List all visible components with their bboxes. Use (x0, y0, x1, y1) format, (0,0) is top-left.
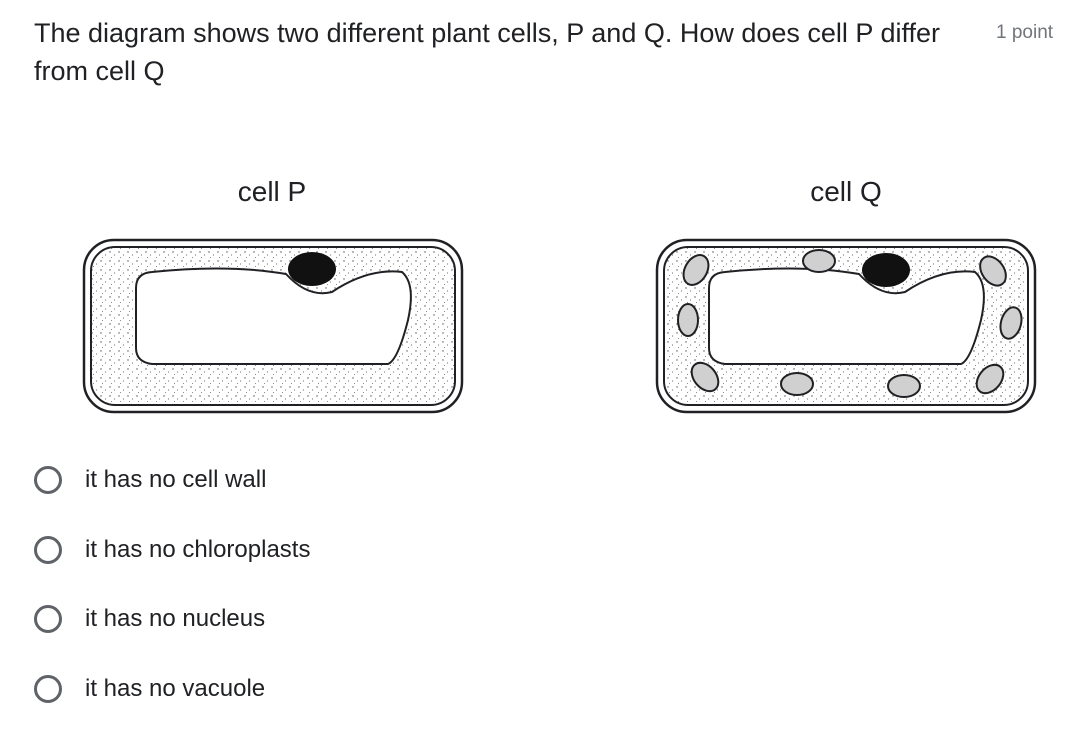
cell-q-chloroplasts (677, 249, 1023, 398)
option-label: it has no cell wall (85, 466, 267, 493)
cell-p-vacuole (135, 267, 412, 365)
cell-q-nucleus (862, 253, 910, 287)
chloroplast (677, 303, 699, 337)
cell-diagram: cell P cell Q (0, 160, 1070, 430)
cell-p-label: cell P (237, 176, 307, 207)
cell-q-vacuole (708, 267, 985, 365)
cell-diagram-svg (82, 238, 1037, 414)
chloroplast (802, 249, 836, 273)
option-no-cell-wall[interactable]: it has no cell wall (34, 458, 634, 502)
option-label: it has no nucleus (85, 605, 266, 632)
option-label: it has no chloroplasts (85, 535, 311, 563)
cell-p-nucleus (288, 252, 336, 286)
option-no-vacuole[interactable]: it has no vacuole (34, 667, 634, 711)
question-title: The diagram shows two different plant ce… (34, 18, 940, 86)
question-header: The diagram shows two different plant ce… (34, 14, 1064, 90)
radio-button[interactable] (34, 605, 62, 633)
chloroplast (682, 254, 710, 286)
radio-button[interactable] (34, 674, 62, 703)
chloroplast (999, 306, 1023, 340)
chloroplast (690, 361, 720, 393)
cell-p (82, 238, 464, 414)
option-no-nucleus[interactable]: it has no nucleus (34, 597, 634, 641)
chloroplast (975, 363, 1005, 395)
cell-q-label: cell Q (810, 176, 882, 207)
cell-q (655, 238, 1037, 414)
radio-button[interactable] (34, 535, 62, 564)
points-badge: 1 point (996, 22, 1054, 43)
chloroplast (780, 372, 814, 396)
chloroplast (887, 374, 921, 398)
answer-options: it has no cell wall it has no chloroplas… (34, 458, 634, 736)
radio-button[interactable] (34, 466, 62, 494)
option-no-chloroplasts[interactable]: it has no chloroplasts (34, 528, 634, 572)
option-label: it has no vacuole (85, 674, 266, 702)
chloroplast (979, 255, 1007, 287)
